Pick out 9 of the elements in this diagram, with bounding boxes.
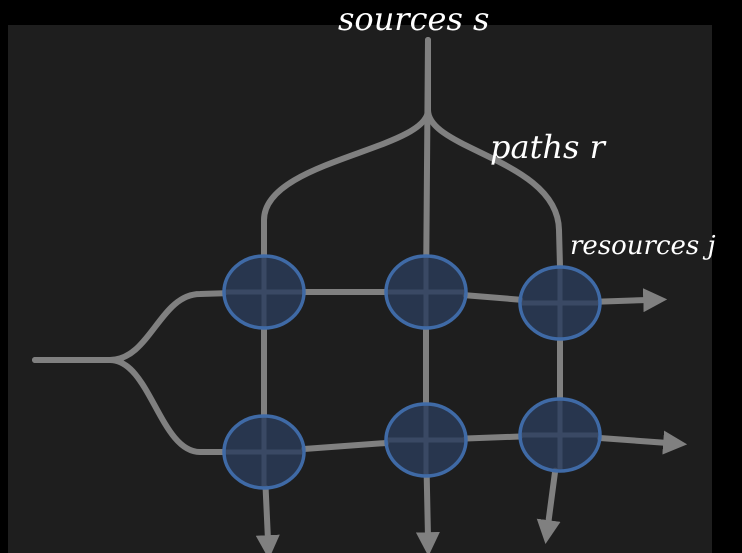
resource-circle: [222, 414, 306, 490]
axis-label: sources s: [338, 2, 490, 38]
axis-label: paths r: [490, 130, 605, 166]
axis-label: resources j: [570, 232, 716, 261]
resource-circle: [518, 397, 602, 473]
resource-circle: [222, 254, 306, 330]
resource-circle: [384, 254, 468, 330]
resource-circle: [518, 265, 602, 341]
resource-circle: [384, 402, 468, 478]
